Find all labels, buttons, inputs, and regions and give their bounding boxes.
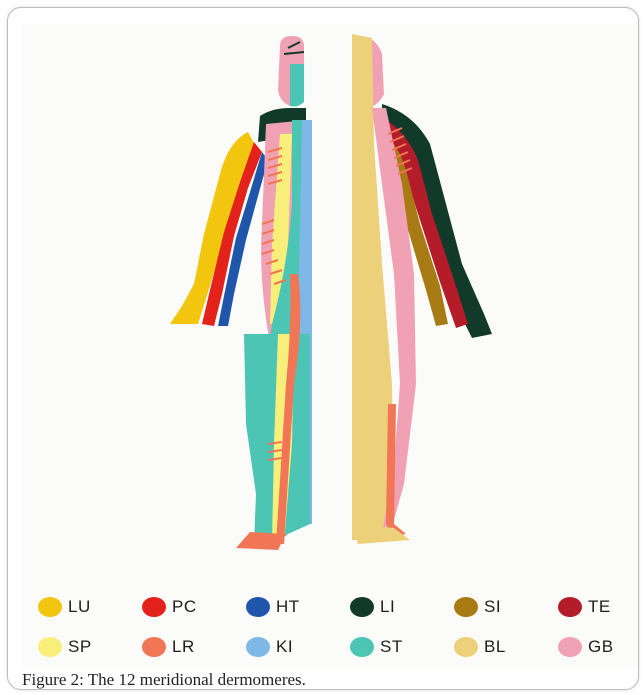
legend-swatch [454, 597, 478, 617]
legend-item-bl: BL [454, 634, 506, 660]
legend-item-li: LI [350, 594, 395, 620]
legend-label: ST [380, 637, 403, 657]
legend-item-ht: HT [246, 594, 300, 620]
legend-swatch [142, 597, 166, 617]
legend-item-si: SI [454, 594, 501, 620]
legend-label: SI [484, 597, 501, 617]
legend-item-pc: PC [142, 594, 197, 620]
legend-label: TE [588, 597, 611, 617]
legend-swatch [142, 637, 166, 657]
figure-panel: LU PC HT LI SI TE [22, 24, 638, 668]
legend-swatch [350, 597, 374, 617]
legend-label: PC [172, 597, 197, 617]
legend-item-gb: GB [558, 634, 614, 660]
figure-card: LU PC HT LI SI TE [7, 7, 639, 690]
back-body-figure [352, 34, 492, 544]
legend-label: LI [380, 597, 395, 617]
legend-swatch [246, 597, 270, 617]
legend-item-lu: LU [38, 594, 91, 620]
legend-label: KI [276, 637, 293, 657]
legend-swatch [454, 637, 478, 657]
legend-item-sp: SP [38, 634, 92, 660]
front-body-figure [170, 36, 312, 550]
legend-item-ki: KI [246, 634, 293, 660]
legend-item-te: TE [558, 594, 611, 620]
legend-label: LU [68, 597, 91, 617]
legend-label: GB [588, 637, 614, 657]
legend-swatch [350, 637, 374, 657]
legend-swatch [246, 637, 270, 657]
legend-label: BL [484, 637, 506, 657]
legend-item-st: ST [350, 634, 403, 660]
legend-swatch [38, 597, 62, 617]
legend-label: LR [172, 637, 195, 657]
legend-swatch [38, 637, 62, 657]
legend-label: HT [276, 597, 300, 617]
legend-swatch [558, 637, 582, 657]
dermomere-illustration [22, 24, 638, 564]
figure-caption: Figure 2: The 12 meridional dermomeres. [22, 670, 306, 690]
legend-item-lr: LR [142, 634, 195, 660]
legend-swatch [558, 597, 582, 617]
legend-label: SP [68, 637, 92, 657]
meridian-legend: LU PC HT LI SI TE [22, 586, 638, 666]
